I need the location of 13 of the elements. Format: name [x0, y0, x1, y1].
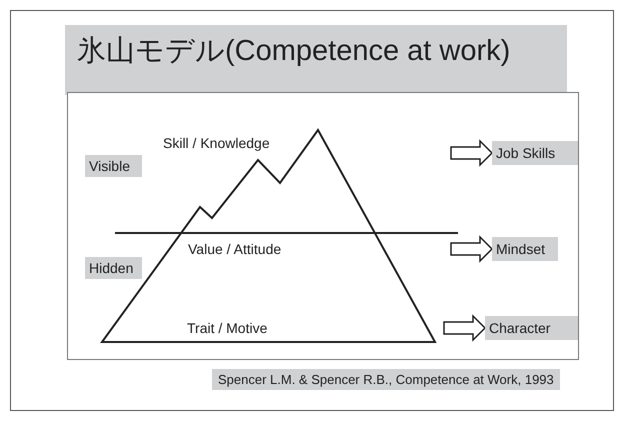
label-box: Hidden: [85, 257, 142, 279]
level-label: Trait / Motive: [187, 320, 268, 336]
label-box: Job Skills: [492, 141, 578, 165]
block-arrow: [450, 235, 494, 263]
source-citation: Spencer L.M. & Spencer R.B., Competence at Work, 1993: [212, 369, 560, 390]
block-arrow: [450, 139, 494, 167]
label-box: Mindset: [492, 237, 558, 261]
label-box: Visible: [85, 155, 142, 177]
label-box: Character: [485, 316, 578, 340]
level-label: Value / Attitude: [188, 241, 282, 257]
title-banner: 氷山モデル(Competence at work): [65, 25, 567, 95]
level-label: Skill / Knowledge: [163, 135, 270, 151]
block-arrow: [443, 314, 486, 342]
